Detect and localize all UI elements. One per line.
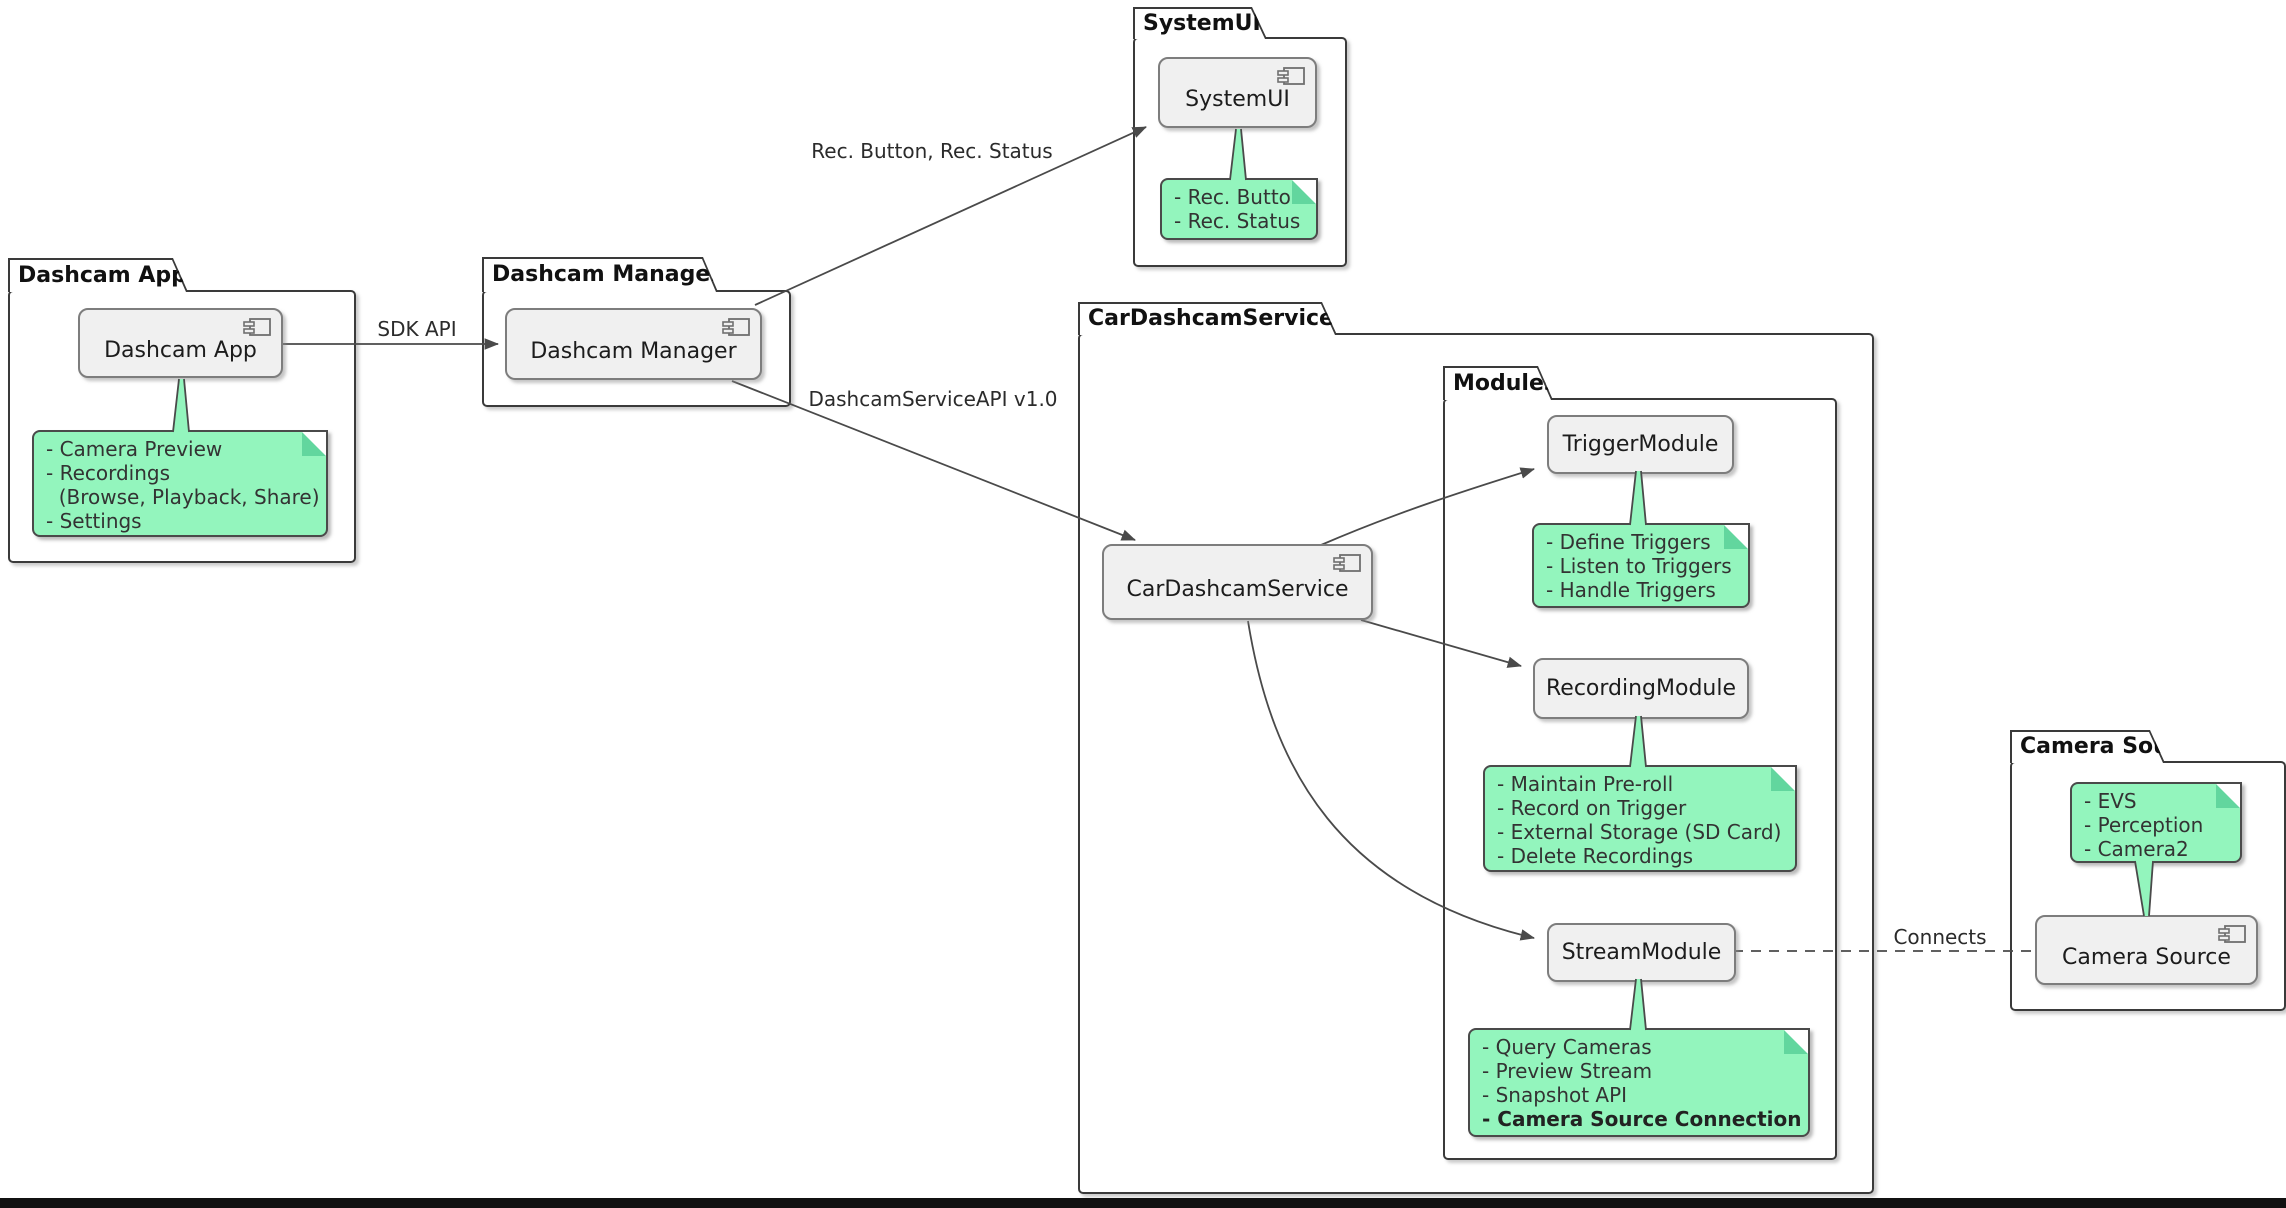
note-line: - Rec. Status	[1174, 209, 1301, 233]
note-fold-icon	[2216, 784, 2240, 808]
component-car-dashcam-service-label: CarDashcamService	[1126, 576, 1349, 602]
package-car-dashcam-service-tab: CarDashcamService	[1078, 302, 1337, 335]
component-icon	[722, 318, 750, 336]
edge-label-dashcam-service-api: DashcamServiceAPI v1.0	[808, 387, 1058, 411]
component-trigger-module-label: TriggerModule	[1562, 432, 1719, 457]
note-fold-icon	[1771, 767, 1795, 791]
component-stream-module: StreamModule	[1547, 923, 1736, 982]
note-trigger-module: - Define Triggers - Listen to Triggers -…	[1532, 523, 1750, 608]
note-line: - External Storage (SD Card)	[1497, 820, 1782, 844]
note-line: - Camera2	[2084, 837, 2189, 861]
note-camera-source: - EVS - Perception - Camera2	[2070, 782, 2242, 863]
note-line: - Define Triggers	[1546, 530, 1711, 554]
note-recording-module: - Maintain Pre-roll - Record on Trigger …	[1483, 765, 1797, 872]
note-line: - Perception	[2084, 813, 2204, 837]
package-dashcam-manager-tab: Dashcam Manager	[482, 257, 718, 292]
component-recording-module-label: RecordingModule	[1545, 676, 1737, 701]
component-stream-module-label: StreamModule	[1561, 940, 1722, 965]
component-dashcam-manager-label: Dashcam Manager	[530, 338, 737, 364]
component-icon	[1333, 554, 1361, 572]
package-dashcam-manager-label: Dashcam Manager	[492, 262, 722, 287]
package-modules-tab: Modules	[1443, 366, 1553, 400]
component-camera-source-label: Camera Source	[2062, 944, 2231, 970]
package-camera-source-label: Camera Source	[2020, 734, 2208, 759]
component-system-ui: SystemUI	[1158, 57, 1317, 128]
note-line: - Camera Preview	[46, 437, 223, 461]
note-fold-icon	[1784, 1030, 1808, 1054]
note-line: - Maintain Pre-roll	[1497, 772, 1674, 796]
note-line: - Camera Source Connection	[1482, 1107, 1802, 1131]
component-icon	[2218, 925, 2246, 943]
note-line: - Settings	[46, 509, 142, 533]
component-recording-module: RecordingModule	[1533, 658, 1749, 719]
note-line: - Query Cameras	[1482, 1035, 1652, 1059]
note-line: (Browse, Playback, Share)	[46, 485, 320, 509]
component-camera-source: Camera Source	[2035, 915, 2258, 985]
note-line: - Delete Recordings	[1497, 844, 1694, 868]
package-dashcam-app-tab: Dashcam App	[8, 258, 188, 292]
note-stream-module: - Query Cameras - Preview Stream - Snaps…	[1468, 1028, 1810, 1137]
note-dashcam-app: - Camera Preview - Recordings (Browse, P…	[32, 430, 328, 537]
bottom-bar	[0, 1198, 2286, 1208]
component-dashcam-manager: Dashcam Manager	[505, 308, 762, 380]
edge-label-connects: Connects	[1893, 925, 1987, 949]
component-system-ui-label: SystemUI	[1185, 87, 1290, 112]
package-modules-label: Modules	[1453, 370, 1557, 396]
edge-label-rec-button-status: Rec. Button, Rec. Status	[811, 139, 1053, 163]
package-car-dashcam-service	[1078, 333, 1874, 1194]
component-trigger-module: TriggerModule	[1547, 415, 1734, 474]
note-line: - Listen to Triggers	[1546, 554, 1732, 578]
note-fold-icon	[1724, 525, 1748, 549]
component-icon	[243, 318, 271, 336]
note-line: - EVS	[2084, 789, 2137, 813]
edge-label-sdk-api: SDK API	[377, 317, 457, 341]
component-dashcam-app: Dashcam App	[78, 308, 283, 378]
note-line: - Recordings	[46, 461, 171, 485]
note-line: - Preview Stream	[1482, 1059, 1653, 1083]
note-fold-icon	[1292, 180, 1316, 204]
note-system-ui: - Rec. Button - Rec. Status	[1160, 178, 1318, 240]
package-car-dashcam-service-label: CarDashcamService	[1088, 306, 1334, 331]
component-icon	[1277, 67, 1305, 85]
note-line: - Snapshot API	[1482, 1083, 1628, 1107]
package-camera-source-tab: Camera Source	[2010, 730, 2165, 763]
package-system-ui-label: SystemUI	[1143, 10, 1261, 36]
component-dashcam-app-label: Dashcam App	[104, 337, 257, 363]
note-line: - Rec. Button	[1174, 185, 1304, 209]
package-dashcam-app-label: Dashcam App	[18, 262, 187, 288]
package-system-ui-tab: SystemUI	[1133, 7, 1267, 39]
note-line: - Handle Triggers	[1546, 578, 1716, 602]
note-fold-icon	[302, 432, 326, 456]
note-line: - Record on Trigger	[1497, 796, 1687, 820]
component-car-dashcam-service: CarDashcamService	[1102, 544, 1373, 620]
